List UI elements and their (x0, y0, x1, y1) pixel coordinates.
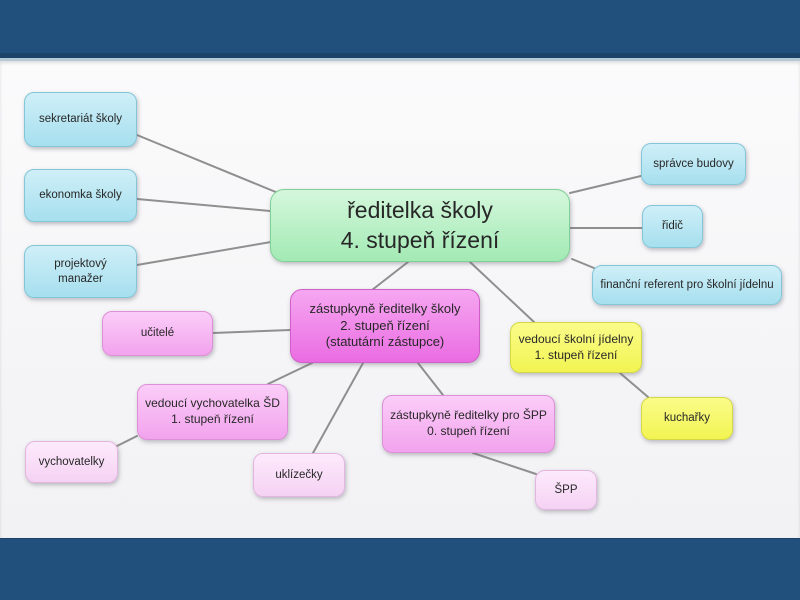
node-vychovatelky[interactable]: vychovatelky (25, 441, 118, 483)
node-vedouci-skolni-jidelny[interactable]: vedoucí školní jídelny 1. stupeň řízení (510, 322, 642, 373)
node-label: řidič (661, 220, 684, 233)
node-ekonomka-skoly[interactable]: ekonomka školy (24, 169, 137, 222)
node-label: zástupkyně ředitelky školy (309, 300, 461, 316)
node-label: 2. stupeň řízení (340, 317, 430, 333)
node-zastupkyne-reditelky-pro-spp[interactable]: zástupkyně ředitelky pro ŠPP 0. stupeň ř… (382, 395, 555, 453)
node-zastupkyne-reditelky-skoly[interactable]: zástupkyně ředitelky školy 2. stupeň říz… (290, 289, 480, 363)
node-label: 1. stupeň řízení (534, 347, 618, 362)
node-ucitele[interactable]: učitelé (102, 311, 213, 356)
node-label: zástupkyně ředitelky pro ŠPP (390, 408, 547, 423)
node-label: finanční referent pro školní jídelnu (600, 278, 774, 291)
node-label: kuchařky (663, 412, 711, 425)
node-label: ředitelka školy (347, 196, 493, 223)
node-label: 0. stupeň řízení (427, 424, 510, 438)
node-label: uklízečky (275, 468, 323, 481)
connector-reditelka-sekretariat (136, 134, 284, 196)
node-uklizecky[interactable]: uklízečky (253, 453, 345, 497)
node-label: vedoucí školní jídelny (518, 331, 634, 346)
node-vedouci-vychovatelka-sd[interactable]: vedoucí vychovatelka ŠD 1. stupeň řízení (137, 384, 288, 440)
top-letterbox-bar (0, 0, 800, 61)
node-projektovy-manazer[interactable]: projektový manažer (24, 245, 137, 298)
connector-zastupkyne-zastupkyne-spp (417, 362, 444, 396)
connector-vedouci-jidelny-kucharky (619, 372, 649, 398)
connector-reditelka-ekonomka (136, 198, 271, 212)
connector-zastupkyne-spp-spp (472, 452, 537, 475)
node-sekretariat-skoly[interactable]: sekretariát školy (24, 92, 137, 147)
connector-reditelka-financni (571, 258, 595, 269)
node-label: projektový (54, 257, 107, 270)
connector-reditelka-zastupkyne-skoly (371, 261, 409, 291)
connector-reditelka-projektovy (136, 241, 272, 266)
node-label: 1. stupeň řízení (171, 412, 254, 426)
connector-reditelka-vedouci-jidelny (469, 261, 535, 323)
node-ridic[interactable]: řidič (642, 205, 703, 248)
bottom-letterbox-bar (0, 538, 800, 600)
connector-reditelka-spravce (569, 175, 642, 194)
node-reditelka-skoly[interactable]: ředitelka školy 4. stupeň řízení (270, 189, 570, 262)
node-spravce-budovy[interactable]: správce budovy (641, 143, 746, 185)
node-label: (statutární zástupce) (325, 334, 445, 350)
connector-vychovatelka-vychovatelky (114, 435, 138, 448)
connector-zastupkyne-vedouci-vychovatelka (267, 362, 313, 385)
node-label: 4. stupeň řízení (340, 226, 500, 253)
node-kucharky[interactable]: kuchařky (641, 397, 733, 440)
node-label: ŠPP (554, 483, 578, 496)
node-label: sekretariát školy (38, 113, 123, 126)
node-label: učitelé (140, 327, 175, 340)
node-label: manažer (58, 272, 103, 285)
node-label: ekonomka školy (39, 189, 122, 202)
node-financni-referent[interactable]: finanční referent pro školní jídelnu (592, 265, 782, 305)
node-label: správce budovy (653, 157, 734, 170)
connector-zastupkyne-uklizecky (312, 362, 364, 454)
connector-zastupkyne-ucitele (212, 329, 291, 334)
node-spp[interactable]: ŠPP (535, 470, 597, 510)
node-label: vedoucí vychovatelka ŠD (145, 396, 280, 411)
node-label: vychovatelky (38, 455, 105, 468)
